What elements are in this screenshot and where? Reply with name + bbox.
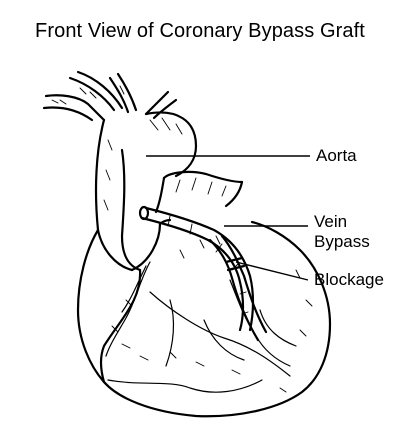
diagram-title: Front View of Coronary Bypass Graft <box>35 20 365 42</box>
blockage-label: Blockage <box>314 270 384 289</box>
pulmonary-artery <box>154 170 244 214</box>
aorta <box>94 111 198 272</box>
vein-bypass-label-line2: Bypass <box>314 232 370 251</box>
vein-bypass-label-line1: Vein <box>314 212 348 231</box>
heart-body <box>76 218 332 418</box>
coronary-artery <box>208 234 268 342</box>
blockage-leader-line <box>235 261 309 281</box>
great-vessels <box>42 70 178 122</box>
left-coronary-branch <box>105 261 151 357</box>
aorta-label: Aorta <box>316 146 357 165</box>
